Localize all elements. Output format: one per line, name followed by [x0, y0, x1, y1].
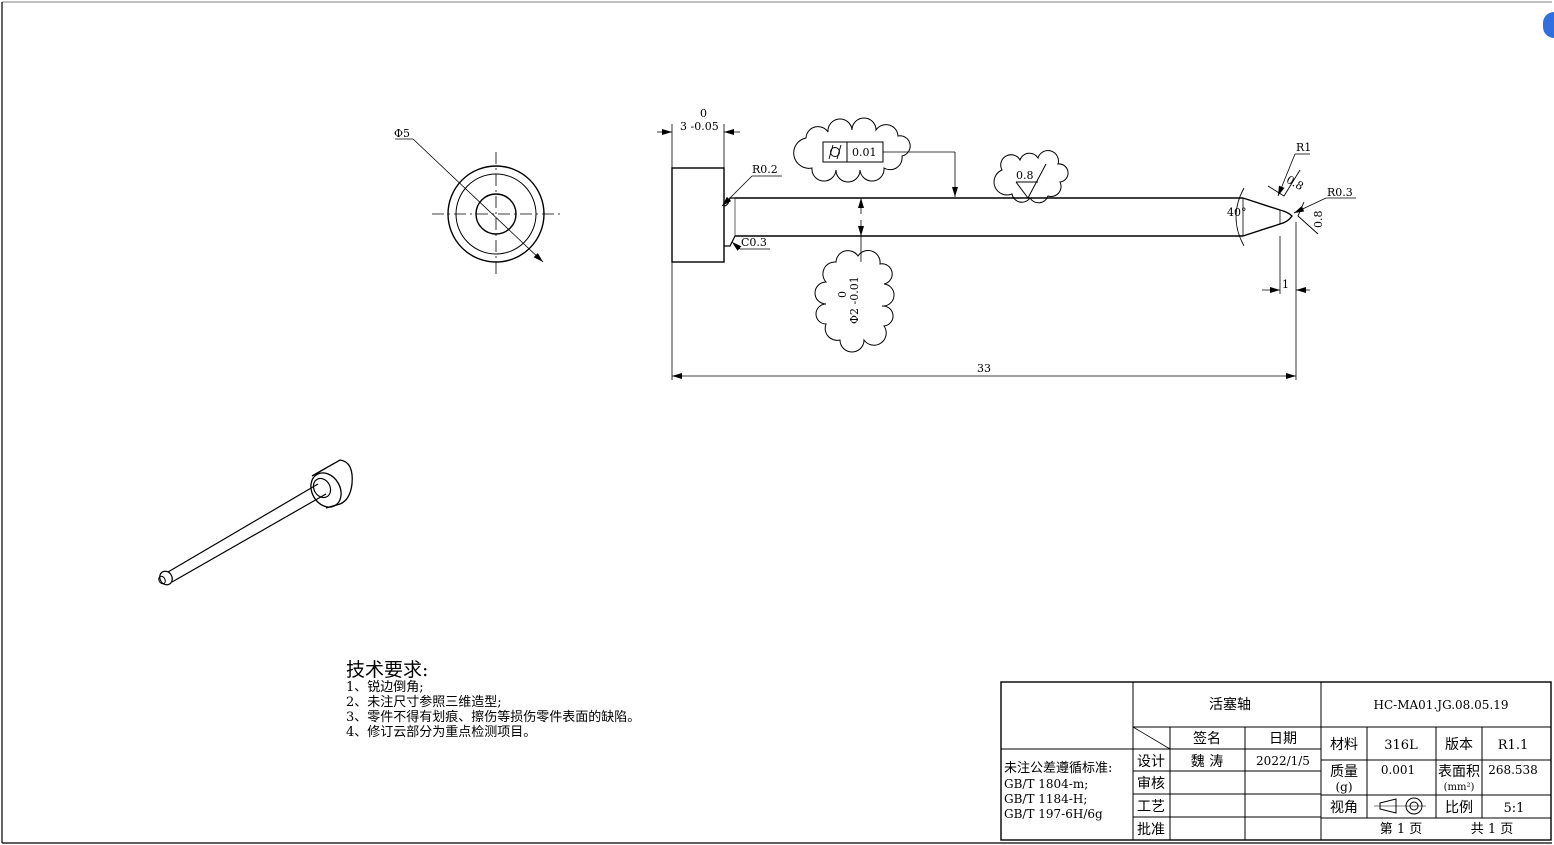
isometric-view [158, 459, 353, 586]
tech-requirements: 技术要求: 1、锐边倒角; 2、未注尺寸参照三维造型; 3、零件不得有划痕、擦伤… [346, 659, 640, 740]
mass-unit: (g) [1335, 780, 1352, 794]
tech-req-item: 3、零件不得有划痕、擦伤等损伤零件表面的缺陷。 [346, 709, 640, 725]
tolerance-std: GB/T 197-6H/6g [1004, 807, 1103, 821]
chamfer-label: C0.3 [741, 236, 767, 249]
page-total: 共 1 页 [1471, 822, 1514, 837]
area-unit: (mm²) [1444, 782, 1475, 793]
design-date: 2022/1/5 [1256, 754, 1310, 768]
mass-value: 0.001 [1381, 763, 1415, 777]
tolerance-heading: 未注公差遵循标准: [1004, 760, 1112, 776]
head-width-dimension: 3 -0.05 [680, 120, 719, 133]
view-angle-label: 视角 [1330, 800, 1358, 816]
end-view: Φ5 [394, 127, 560, 278]
part-name: 活塞轴 [1209, 696, 1251, 713]
row-approve: 批准 [1137, 822, 1165, 838]
shaft-diameter-dimension: Φ2 -0.01 [848, 276, 861, 324]
tip-small-radius-label: R0.3 [1327, 186, 1353, 199]
scale-label: 比例 [1445, 800, 1473, 816]
title-block: 活塞轴 HC-MA01.JG.08.05.19 签名 日期 设计 审核 工艺 批… [1000, 681, 1552, 841]
scale-value: 5:1 [1504, 801, 1525, 816]
area-value: 268.538 [1488, 763, 1538, 777]
page-current: 第 1 页 [1380, 822, 1423, 837]
col-date: 日期 [1269, 731, 1297, 747]
tech-req-heading: 技术要求: [346, 659, 428, 681]
tip-roughness-b: 0.8 [1312, 211, 1325, 229]
tech-req-item: 4、修订云部分为重点检测项目。 [346, 724, 536, 740]
gdt-tolerance-value: 0.01 [852, 146, 877, 159]
first-angle-projection-icon [1374, 797, 1426, 815]
row-design: 设计 [1137, 754, 1165, 770]
shaft-roughness-value: 0.8 [1016, 169, 1034, 182]
col-sign: 签名 [1193, 730, 1221, 747]
mass-label: 质量 [1330, 764, 1358, 780]
designer-name: 魏 涛 [1191, 754, 1223, 770]
head-tol-upper: 0 [700, 107, 707, 120]
cylindricity-icon [830, 147, 840, 157]
end-view-diameter-label: Φ5 [394, 127, 410, 140]
tip-length-dimension: 1 [1282, 278, 1289, 291]
tech-req-item: 2、未注尺寸参照三维造型; [346, 694, 502, 710]
total-length-dimension: 33 [977, 362, 991, 375]
area-label: 表面积 [1438, 764, 1480, 780]
floating-action-button[interactable] [1543, 12, 1554, 38]
tech-req-item: 1、锐边倒角; [346, 680, 424, 695]
row-review: 审核 [1137, 776, 1165, 792]
tip-radius-label: R1 [1296, 141, 1311, 154]
version-label: 版本 [1445, 737, 1473, 753]
tolerance-std: GB/T 1184-H; [1004, 792, 1087, 806]
tip-angle-label: 40° [1227, 206, 1247, 219]
head-fillet-label: R0.2 [752, 163, 778, 176]
material-label: 材料 [1330, 737, 1358, 753]
shaft-tol-upper: 0 [836, 291, 849, 298]
drawing-number: HC-MA01.JG.08.05.19 [1374, 698, 1509, 712]
tolerance-std: GB/T 1804-m; [1004, 777, 1088, 791]
material-value: 316L [1384, 738, 1418, 753]
row-process: 工艺 [1137, 799, 1165, 815]
version-value: R1.1 [1498, 738, 1528, 753]
front-view: 0 3 -0.05 R0.2 C0.3 0.01 0.8 Φ2 -0.01 [657, 107, 1356, 380]
